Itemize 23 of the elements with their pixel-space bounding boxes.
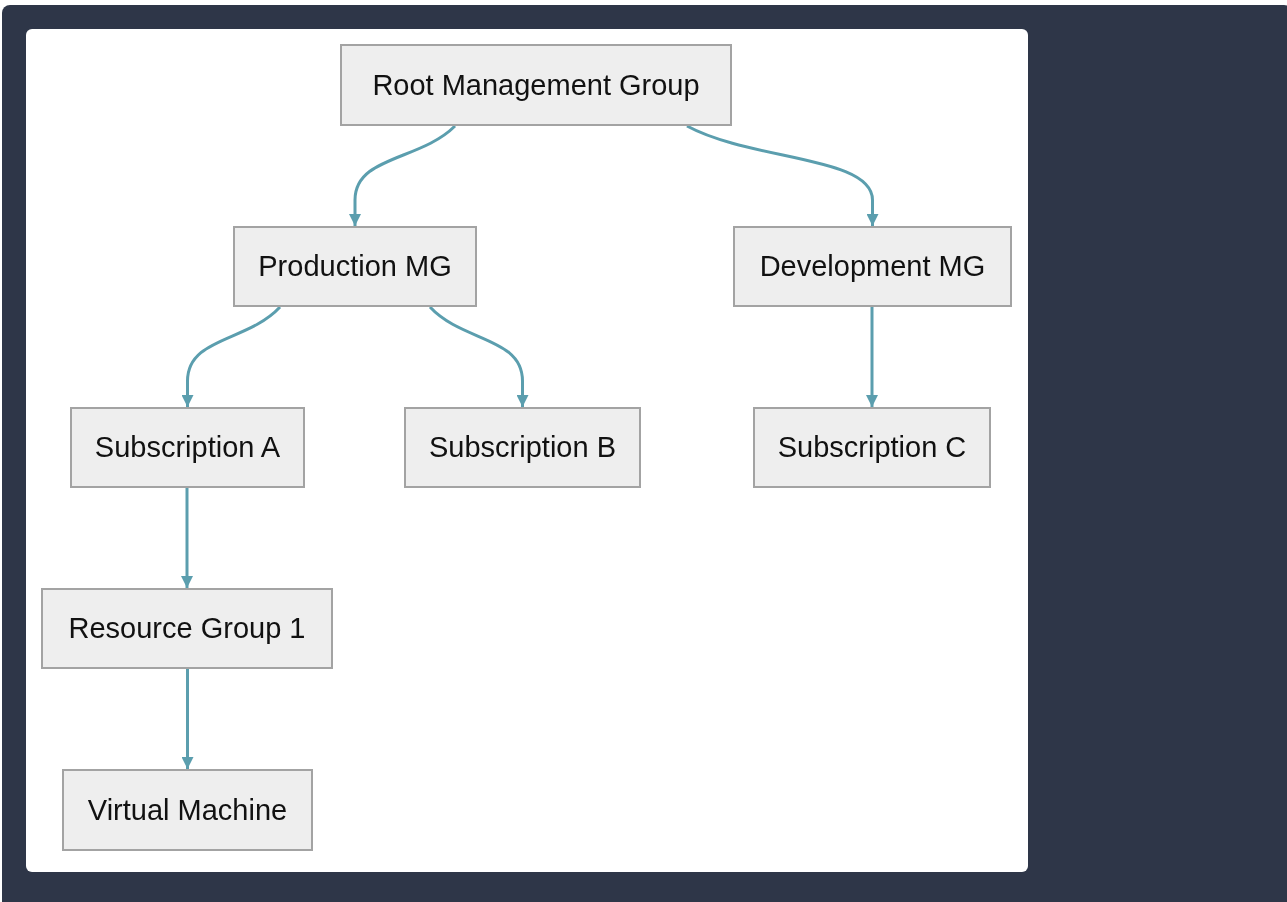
node-label: Subscription C [777,431,967,464]
node-label: Subscription B [429,431,616,464]
node-box [733,226,1012,307]
node-box [340,44,732,126]
arrow [349,124,456,226]
arrow [429,305,529,407]
node-label: Resource Group 1 [68,612,306,645]
node-box [233,226,477,307]
arrow [866,307,878,407]
arrow [181,488,193,588]
node-label: Virtual Machine [87,793,288,827]
arrow [181,669,194,769]
node-box [404,407,641,488]
node-box [62,769,313,851]
node-box [70,407,305,488]
node-label: Subscription A [94,431,281,464]
node-label: Development MG [759,250,986,283]
node-label: Production MG [258,250,452,283]
node-label: Root Management Group [372,68,700,102]
arrow [686,124,879,226]
arrow [181,305,281,407]
node-box [753,407,991,488]
node-box [41,588,333,669]
